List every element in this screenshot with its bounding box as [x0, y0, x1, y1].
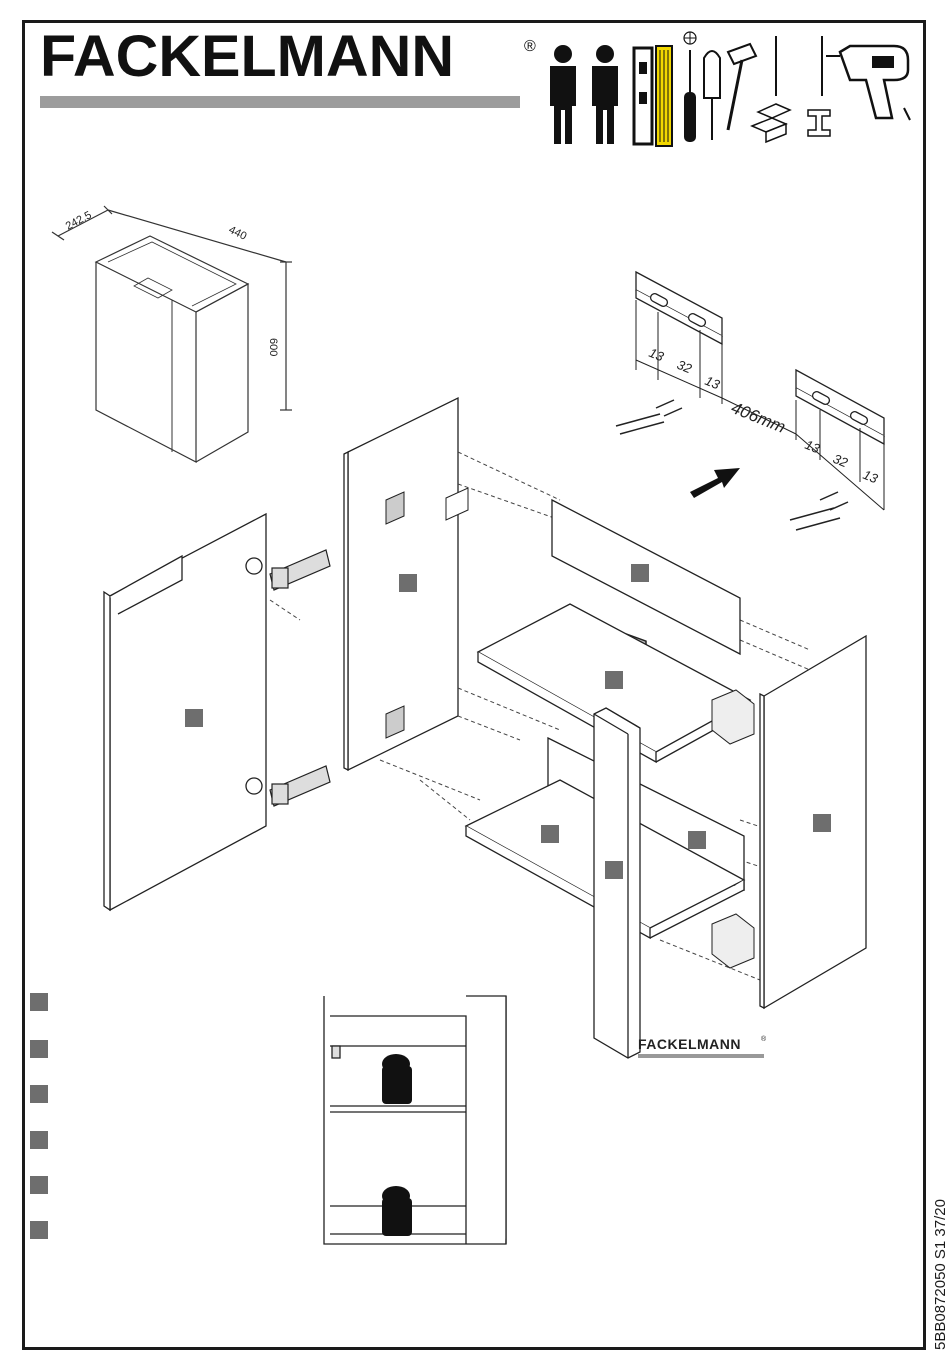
legend-marker: [30, 1131, 48, 1149]
wall-plugs-right: [790, 492, 848, 530]
legend-marker: [30, 993, 48, 1011]
bracket-spacing-a: 13: [647, 345, 667, 365]
bracket-spacing-b: 32: [675, 357, 695, 377]
part-marker: [605, 861, 623, 879]
part-marker: [541, 825, 559, 843]
bracket-distance: 406mm: [729, 398, 789, 437]
two-persons-icon: [550, 45, 618, 144]
folding-rule-icon: [656, 46, 672, 146]
phillips-screwdriver-icon: [684, 32, 696, 142]
legend-marker: [30, 1040, 48, 1058]
part-marker: [631, 564, 649, 582]
wall-plugs-left: [616, 400, 682, 665]
hammer-icon: [728, 44, 756, 130]
wall-bracket-right: [796, 370, 884, 444]
weight-icon: [382, 1186, 412, 1236]
connector-bracket-bottom: [712, 914, 754, 968]
hinge-top: [270, 550, 330, 590]
dimension-width: 440: [227, 224, 249, 243]
part-marker: [688, 831, 706, 849]
legend-marker: [30, 1221, 48, 1239]
footer-brand-bar: [638, 1054, 764, 1058]
part-marker: [399, 574, 417, 592]
spirit-level-icon: [634, 48, 652, 144]
part-marker: [185, 709, 203, 727]
bracket-spacing-b2: 32: [831, 451, 851, 471]
bracket-spacing-c2: 13: [861, 467, 881, 487]
weight-icon: [382, 1054, 412, 1104]
document-code: 5BB0872050 S1 37/20: [932, 1199, 949, 1350]
wall-bracket-left: [636, 272, 722, 344]
footer-registered-mark: ®: [761, 1036, 766, 1043]
hinge-bottom: [270, 766, 330, 806]
cabinet-dimension-drawing: [52, 206, 292, 462]
load-diagram: [324, 996, 506, 1244]
brick-wall-icon: [752, 104, 790, 142]
part-marker: [605, 671, 623, 689]
dimension-depth: 242.5: [64, 209, 94, 233]
direction-arrow-icon: [690, 468, 740, 498]
power-drill-icon: [826, 46, 910, 120]
steel-beam-icon: [808, 110, 830, 136]
bracket-spacing-c: 13: [703, 373, 723, 393]
legend-marker: [30, 1085, 48, 1103]
part-marker: [813, 814, 831, 832]
footer-brand-logo: FACKELMANN: [638, 1036, 741, 1052]
legend-marker: [30, 1176, 48, 1194]
dimension-height: 600: [267, 338, 279, 356]
flat-screwdriver-icon: [704, 51, 720, 140]
front-upright: [594, 708, 640, 1058]
